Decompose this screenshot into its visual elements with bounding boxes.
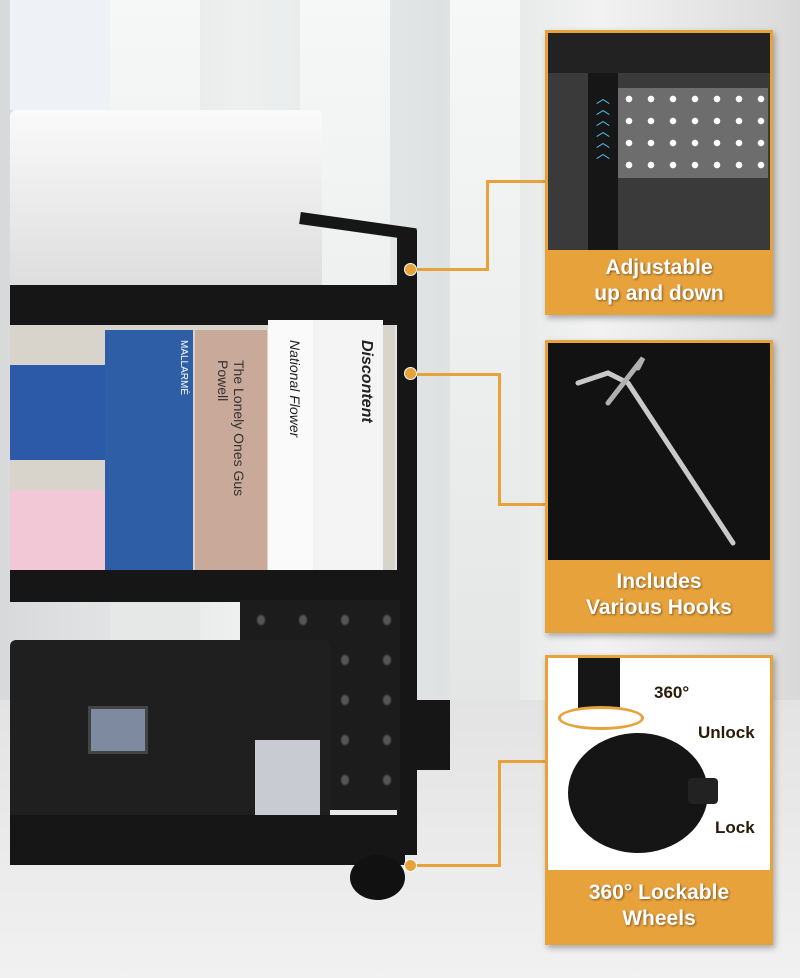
paper-tray — [10, 0, 110, 110]
pegboard-closeup — [548, 343, 770, 560]
callout-caption: Includes Various Hooks — [586, 570, 732, 619]
callout-line — [415, 864, 500, 867]
callout-caption: 360° Lockable Wheels — [588, 881, 730, 930]
printer-display — [88, 706, 148, 754]
side-pocket — [405, 700, 450, 770]
book-spine: National Flower — [268, 320, 313, 570]
callout-dot — [404, 367, 417, 380]
callout-line — [415, 373, 500, 376]
caster-wheel-icon — [568, 733, 708, 853]
chevron-up-arrows-icon: ︿︿︿︿︿︿ — [596, 90, 610, 161]
book-spine: Discontent — [313, 320, 383, 570]
callout-line — [498, 503, 546, 506]
callout-line — [415, 268, 487, 271]
caster-wheel — [350, 855, 405, 900]
callout-line — [486, 180, 489, 271]
bottom-shelf — [10, 815, 405, 865]
lock-pedal — [688, 778, 718, 804]
book-spine: MALLARMÉ — [105, 330, 193, 570]
callout-hooks: Includes Various Hooks — [545, 340, 773, 633]
top-printer — [10, 110, 322, 295]
callout-line — [498, 373, 501, 505]
middle-shelf — [10, 570, 410, 602]
pegboard-hook-icon — [575, 356, 736, 546]
shelf-closeup: ︿︿︿︿︿︿ — [548, 33, 770, 250]
rotate-arrow-icon — [558, 706, 644, 730]
window-pane — [450, 0, 520, 700]
callout-caption: Adjustable up and down — [594, 256, 724, 305]
callout-adjustable: ︿︿︿︿︿︿ Adjustable up and down — [545, 30, 773, 315]
callout-line — [498, 760, 546, 763]
callout-dot — [404, 263, 417, 276]
top-shelf — [10, 285, 415, 325]
callout-line — [486, 180, 546, 183]
book-spine: The Lonely Ones Gus Powell — [195, 330, 267, 570]
callout-wheels: 360° Unlock Lock 360° Lockable Wheels — [545, 655, 773, 945]
callout-line — [498, 760, 501, 867]
cart-post — [397, 230, 417, 855]
wheel-closeup: 360° Unlock Lock — [548, 658, 770, 870]
callout-dot — [404, 859, 417, 872]
ink-tanks — [255, 740, 320, 820]
